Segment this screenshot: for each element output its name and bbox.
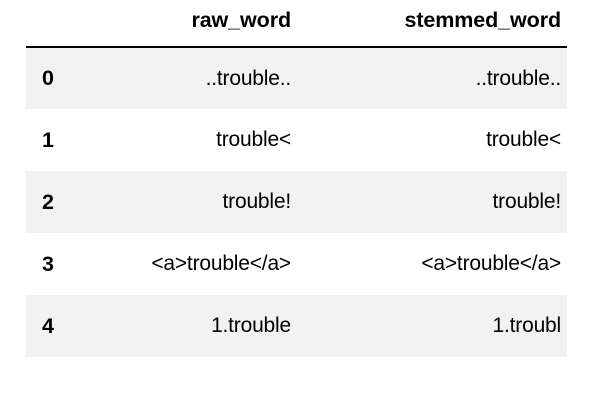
column-header-stemmed-word: stemmed_word [297, 8, 567, 48]
cell-stemmed-word-0: ..trouble.. [475, 66, 562, 90]
dataframe-container: raw_word stemmed_word 0 ..trouble.. ..tr… [26, 8, 567, 357]
cell-stemmed-word-4: 1.troubl [492, 314, 562, 337]
cell-raw-word-4: 1.trouble [211, 314, 291, 337]
cell-raw-word-2: trouble! [222, 190, 292, 213]
dataframe-table: raw_word stemmed_word 0 ..trouble.. ..tr… [26, 8, 567, 357]
table-head: raw_word stemmed_word [26, 8, 567, 48]
cell-stemmed-word-3: <a>trouble</a> [421, 252, 561, 275]
cell-stemmed-word-2: trouble! [492, 190, 562, 213]
table-row: 2 trouble! trouble! [26, 171, 567, 233]
row-index-1: 1 [42, 127, 54, 152]
row-index-0: 0 [42, 66, 54, 90]
cell-raw-word-0: ..trouble.. [205, 66, 292, 90]
table-row: 0 ..trouble.. ..trouble.. [26, 47, 567, 109]
cell-stemmed-word-1: trouble< [486, 128, 561, 151]
table-row: 3 <a>trouble</a> <a>trouble</a> [26, 233, 567, 295]
column-header-raw-word: raw_word [82, 8, 297, 48]
cell-raw-word-1: trouble< [216, 128, 291, 151]
table-row: 4 1.trouble 1.troubl [26, 295, 567, 357]
row-index-4: 4 [42, 313, 54, 338]
column-header-index [26, 8, 82, 48]
table-body: 0 ..trouble.. ..trouble.. 1 trouble< tro… [26, 47, 567, 357]
header-row: raw_word stemmed_word [26, 8, 567, 48]
table-row: 1 trouble< trouble< [26, 109, 567, 171]
row-index-2: 2 [42, 189, 54, 214]
row-index-3: 3 [42, 251, 54, 276]
cell-raw-word-3: <a>trouble</a> [151, 252, 291, 275]
